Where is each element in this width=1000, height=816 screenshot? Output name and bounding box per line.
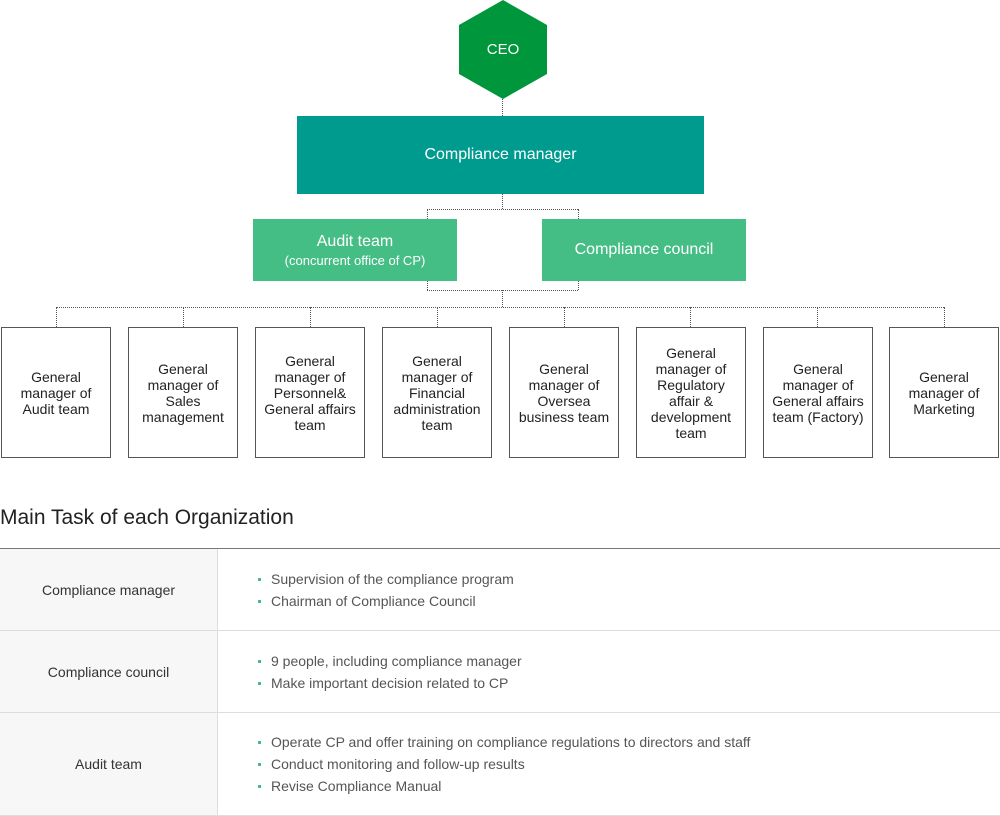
- row-header: Audit team: [0, 713, 218, 815]
- row-body: Supervision of the compliance program Ch…: [218, 549, 1000, 630]
- task-list: Supervision of the compliance program Ch…: [258, 568, 514, 612]
- connector-to-council: [578, 209, 579, 219]
- gm-node-personnel: General manager of Personnel& General af…: [255, 327, 365, 458]
- connector-mid-horizontal: [427, 209, 578, 210]
- ceo-node: CEO: [459, 0, 547, 99]
- table-row: Compliance council 9 people, including c…: [0, 631, 1000, 713]
- bullet-icon: [258, 763, 261, 766]
- connector-gm-bar: [56, 307, 944, 308]
- connector-gm-2: [183, 307, 184, 327]
- connector-council-down: [578, 281, 579, 290]
- bullet-icon: [258, 785, 261, 788]
- list-item-text: 9 people, including compliance manager: [271, 652, 522, 669]
- connector-gm-6: [690, 307, 691, 327]
- gm-node-financial: General manager of Financial administrat…: [382, 327, 492, 458]
- connector-gm-1: [56, 307, 57, 327]
- gm-node-general-affairs: General manager of General affairs team …: [763, 327, 873, 458]
- gm-node-oversea: General manager of Oversea business team: [509, 327, 619, 458]
- list-item-text: Make important decision related to CP: [271, 674, 509, 691]
- gm-node-regulatory: General manager of Regulatory affair & d…: [636, 327, 746, 458]
- row-body: Operate CP and offer training on complia…: [218, 713, 1000, 815]
- connector-cm-down: [502, 194, 503, 209]
- list-item: Revise Compliance Manual: [258, 775, 750, 797]
- compliance-council-label: Compliance council: [574, 241, 714, 258]
- ceo-label: CEO: [486, 41, 520, 58]
- compliance-council-node: Compliance council: [542, 219, 746, 281]
- connector-gm-4: [437, 307, 438, 327]
- task-list: Operate CP and offer training on complia…: [258, 731, 750, 797]
- row-header: Compliance council: [0, 631, 218, 712]
- section-title: Main Task of each Organization: [0, 506, 294, 529]
- connector-audit-down: [427, 281, 428, 290]
- audit-team-node: Audit team (concurrent office of CP): [253, 219, 457, 281]
- list-item-text: Chairman of Compliance Council: [271, 592, 476, 609]
- connector-gm-5: [564, 307, 565, 327]
- gm-node-audit: General manager of Audit team: [1, 327, 111, 458]
- connector-to-gm-bar: [502, 290, 503, 307]
- audit-team-label: Audit team: [316, 232, 394, 250]
- bullet-icon: [258, 599, 261, 603]
- compliance-manager-node: Compliance manager: [297, 116, 704, 194]
- connector-ceo-cm: [502, 99, 503, 116]
- audit-team-sublabel: (concurrent office of CP): [284, 252, 426, 268]
- task-list: 9 people, including compliance manager M…: [258, 650, 522, 694]
- list-item: Chairman of Compliance Council: [258, 590, 514, 612]
- bullet-icon: [258, 681, 261, 685]
- row-header: Compliance manager: [0, 549, 218, 630]
- list-item-text: Revise Compliance Manual: [271, 778, 442, 794]
- list-item: 9 people, including compliance manager: [258, 650, 522, 672]
- list-item-text: Conduct monitoring and follow-up results: [271, 756, 525, 772]
- bullet-icon: [258, 659, 261, 663]
- list-item: Make important decision related to CP: [258, 672, 522, 694]
- row-body: 9 people, including compliance manager M…: [218, 631, 1000, 712]
- gm-node-sales: General manager of Sales management: [128, 327, 238, 458]
- table-row: Compliance manager Supervision of the co…: [0, 549, 1000, 631]
- connector-to-audit: [427, 209, 428, 219]
- connector-gm-7: [817, 307, 818, 327]
- task-table: Compliance manager Supervision of the co…: [0, 548, 1000, 816]
- bullet-icon: [258, 741, 261, 744]
- list-item: Operate CP and offer training on complia…: [258, 731, 750, 753]
- list-item: Conduct monitoring and follow-up results: [258, 753, 750, 775]
- list-item: Supervision of the compliance program: [258, 568, 514, 590]
- connector-gm-8: [944, 307, 945, 327]
- bullet-icon: [258, 577, 261, 581]
- gm-node-marketing: General manager of Marketing: [889, 327, 999, 458]
- table-row: Audit team Operate CP and offer training…: [0, 713, 1000, 816]
- list-item-text: Supervision of the compliance program: [271, 570, 514, 587]
- list-item-text: Operate CP and offer training on complia…: [271, 734, 751, 750]
- hexagon-shape: [459, 0, 547, 99]
- connector-gm-3: [310, 307, 311, 327]
